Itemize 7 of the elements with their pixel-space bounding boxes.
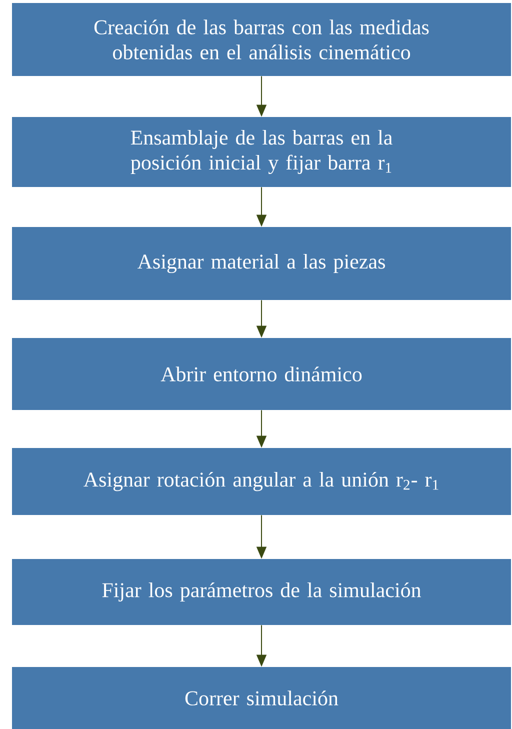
process-box: Creación de las barras con las medidas obtenidas en el análisis cinemático bbox=[12, 3, 511, 76]
process-box: Ensamblaje de las barras en la posición inicial y fijar barra r$_{1}$ bbox=[12, 117, 511, 187]
process-box: Fijar los parámetros de la simulación bbox=[12, 559, 511, 625]
process-box: Asignar material a las piezas bbox=[12, 227, 511, 300]
process-box: Abrir entorno dinámico bbox=[12, 338, 511, 410]
process-box: Asignar rotación angular a la unión r$_{2}$- r$_{1}$ bbox=[12, 448, 511, 515]
process-box: Correr simulación bbox=[12, 667, 511, 729]
